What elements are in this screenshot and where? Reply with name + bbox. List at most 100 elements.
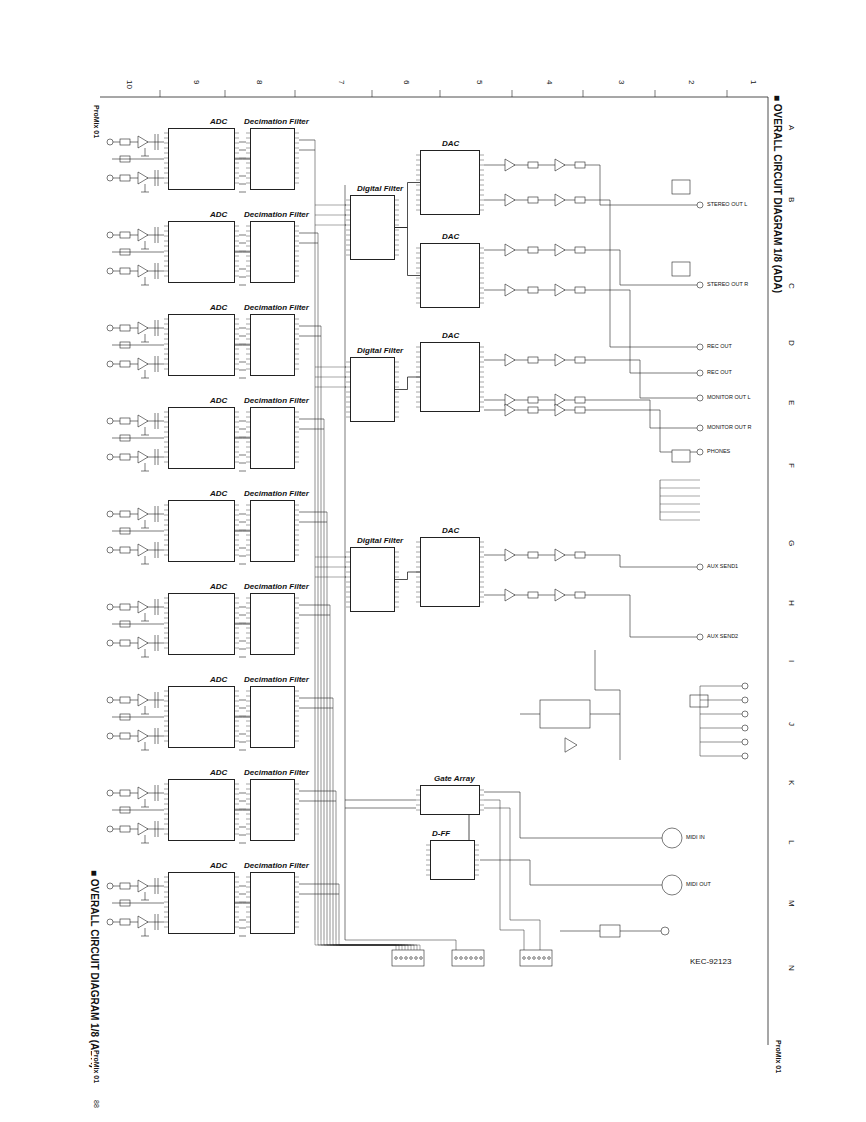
wire [235, 789, 239, 790]
signal-wire [235, 624, 250, 625]
wire [372, 90, 373, 97]
wire [295, 736, 299, 737]
wire [315, 225, 346, 226]
wire [141, 192, 149, 193]
wire [295, 148, 299, 149]
wire [295, 364, 299, 365]
signal-wire [395, 572, 420, 580]
wire [235, 447, 239, 448]
wire [295, 819, 299, 820]
wire [235, 603, 239, 604]
sheet-label: REC OUT [707, 369, 732, 375]
opamp-symbol [505, 194, 515, 206]
block-heading: Decimation Filter [243, 489, 310, 499]
opamp-symbol [138, 544, 148, 556]
wire [141, 342, 149, 343]
wire [480, 352, 484, 353]
wire [480, 200, 484, 201]
wire [295, 505, 299, 506]
wire [158, 227, 159, 243]
wire [145, 520, 146, 528]
sheet-label: 8 [254, 80, 263, 84]
block-heading: DAC [441, 526, 460, 536]
wire [295, 887, 299, 888]
sheet-label: G [786, 540, 795, 546]
wire [484, 250, 697, 285]
wire [239, 623, 246, 624]
resistor-symbol [575, 247, 585, 253]
chip-box: ADC [168, 686, 235, 748]
opamp-symbol [138, 601, 148, 613]
wire [480, 170, 484, 171]
wire [239, 708, 246, 709]
wire [295, 902, 299, 903]
wire [590, 714, 620, 715]
signal-wire [235, 903, 250, 904]
sheet-label: AUX SEND1 [707, 563, 738, 569]
signal-wire [395, 228, 420, 276]
opamp-symbol [555, 244, 565, 256]
wire [295, 276, 299, 277]
sheet-label: PHONES [707, 448, 730, 454]
wire [345, 215, 346, 216]
wire [239, 716, 246, 717]
wire [239, 894, 246, 895]
wire [345, 387, 346, 388]
resistor-symbol [120, 511, 130, 517]
opamp-symbol [555, 549, 565, 561]
wire [239, 328, 246, 329]
opamp-symbol [505, 284, 515, 296]
wire [235, 696, 239, 697]
signal-wire [235, 810, 250, 811]
wire [239, 463, 246, 464]
wire [235, 462, 239, 463]
wire [295, 339, 299, 340]
wire [239, 750, 246, 751]
wire [295, 437, 299, 438]
wire [141, 900, 149, 901]
chip-box: DAC [420, 342, 480, 412]
wire [235, 902, 239, 903]
wire [239, 158, 246, 159]
wire [155, 635, 156, 651]
block-heading: Decimation Filter [243, 303, 310, 313]
wire [295, 349, 299, 350]
midi-connector [662, 828, 682, 848]
pin-symbol [410, 957, 413, 960]
wire [480, 248, 484, 249]
sheet-label: I [786, 660, 795, 662]
wire [239, 843, 246, 844]
wire [235, 897, 239, 898]
wire [480, 210, 484, 211]
wire [235, 784, 239, 785]
sheet-label: ProMix 01 [92, 105, 100, 138]
wire [158, 449, 159, 465]
wire [141, 807, 149, 808]
wire [141, 249, 149, 250]
wire [484, 808, 540, 950]
wire [235, 339, 239, 340]
wire [141, 564, 149, 565]
wire [295, 241, 299, 242]
wire [295, 344, 299, 345]
wire [480, 805, 484, 806]
wire [321, 326, 322, 940]
wire [235, 133, 239, 134]
opamp-symbol [505, 404, 515, 416]
wire [155, 599, 156, 615]
wire [235, 907, 239, 908]
wire [295, 623, 299, 624]
wire [299, 243, 318, 244]
wire [295, 721, 299, 722]
wire [235, 736, 239, 737]
wire [480, 795, 484, 796]
wire [330, 605, 331, 940]
wire [295, 319, 299, 320]
wire [112, 252, 164, 253]
wire [239, 150, 246, 151]
opamp-symbol [555, 394, 565, 406]
wire [235, 555, 239, 556]
wire [295, 643, 299, 644]
chip-box: ADC [168, 221, 235, 283]
wire [235, 168, 239, 169]
